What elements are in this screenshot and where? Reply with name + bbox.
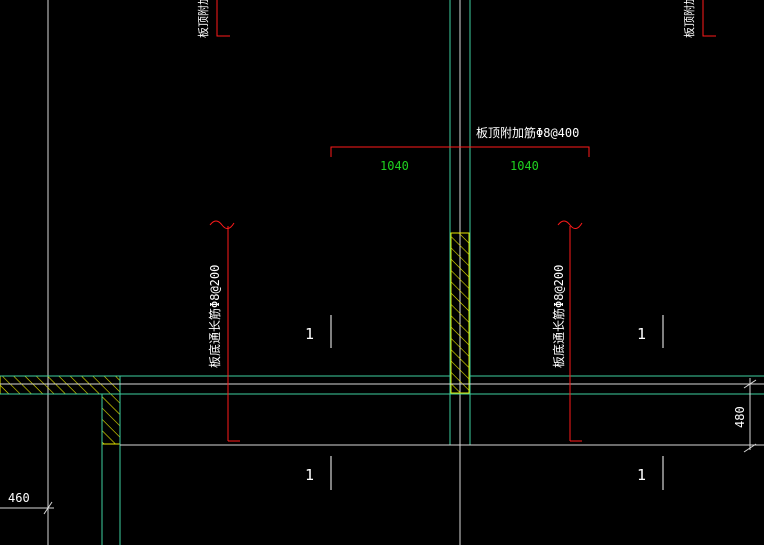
right-through-rebar — [557, 220, 583, 442]
svg-text:1: 1 — [305, 466, 314, 484]
section-mark-upper-right: 1 — [637, 315, 664, 348]
top-right-rebar-label: 板顶附加 — [682, 0, 696, 38]
section-mark-upper-left: 1 — [305, 315, 332, 348]
section-mark-lower-right: 1 — [637, 456, 664, 490]
slab-lines — [0, 375, 764, 446]
section-mark-lower-left: 1 — [305, 456, 332, 490]
additional-rebar-dimension: 板顶附加筋Φ8@400 1040 1040 — [330, 125, 590, 173]
top-left-rebar-label: 板顶附加 — [196, 0, 210, 38]
left-through-rebar-label: 板底通长筋Φ8@200 — [207, 265, 222, 368]
top-right-rebar: 板顶附加 — [682, 0, 716, 38]
right-through-rebar-label: 板底通长筋Φ8@200 — [551, 265, 566, 368]
svg-text:1: 1 — [637, 466, 646, 484]
top-left-rebar: 板顶附加 — [196, 0, 230, 38]
edge-offset-dimension — [0, 501, 54, 515]
edge-offset-text: 460 — [8, 491, 30, 505]
additional-rebar-label: 板顶附加筋Φ8@400 — [476, 125, 579, 140]
right-span-dimension: 1040 — [510, 159, 539, 173]
svg-text:1: 1 — [305, 325, 314, 343]
left-span-dimension: 1040 — [380, 159, 409, 173]
slab-thickness-dimension — [743, 378, 757, 453]
svg-text:1: 1 — [637, 325, 646, 343]
slab-thickness-text: 480 — [733, 406, 747, 428]
left-through-rebar — [209, 220, 240, 442]
left-wall-lines — [101, 376, 121, 545]
wall-stub-hatch — [450, 232, 470, 394]
